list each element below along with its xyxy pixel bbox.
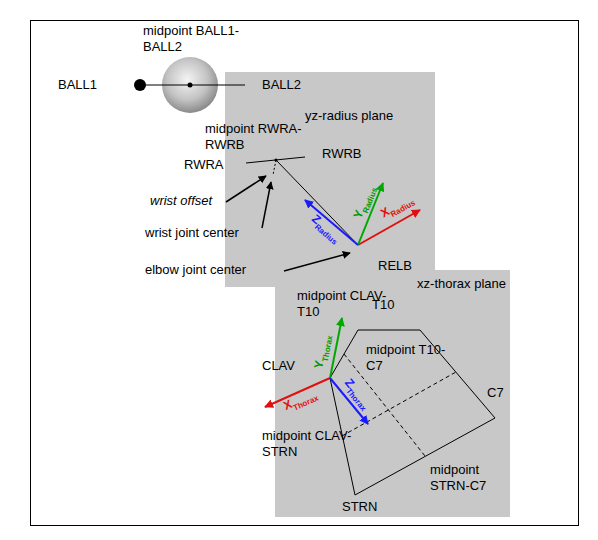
plane-title: yz-radius plane	[305, 108, 393, 124]
marker-label: C7	[487, 385, 504, 401]
point-label: midpoint BALL1-BALL2	[143, 23, 243, 55]
frame	[31, 21, 579, 526]
marker-label: BALL2	[262, 77, 301, 93]
ball	[162, 57, 218, 113]
marker-label: RELB	[378, 258, 412, 274]
plane-region: yz-radius plane	[225, 72, 435, 287]
marker-label: T10	[372, 297, 394, 313]
marker-label: RWRB	[322, 146, 361, 162]
marker-label: RWRA	[184, 157, 223, 173]
point-label: midpoint T10-C7	[366, 342, 456, 374]
marker-label: STRN	[342, 499, 377, 515]
ball-marker	[134, 79, 146, 91]
plane-title: xz-thorax plane	[417, 276, 506, 292]
marker-label: BALL1	[58, 77, 97, 93]
point-label: midpoint STRN-C7	[430, 462, 520, 494]
callout-label: elbow joint center	[145, 262, 246, 278]
midpoint-dot	[188, 83, 193, 88]
marker-label: CLAV	[262, 358, 295, 374]
axis-subscript: Thorax	[321, 335, 335, 363]
point-label: midpoint CLAV-STRN	[262, 428, 357, 460]
callout-label: wrist offset	[150, 193, 212, 209]
callout-label: wrist joint center	[145, 225, 239, 241]
point-label: midpoint RWRA-RWRB	[205, 121, 305, 153]
